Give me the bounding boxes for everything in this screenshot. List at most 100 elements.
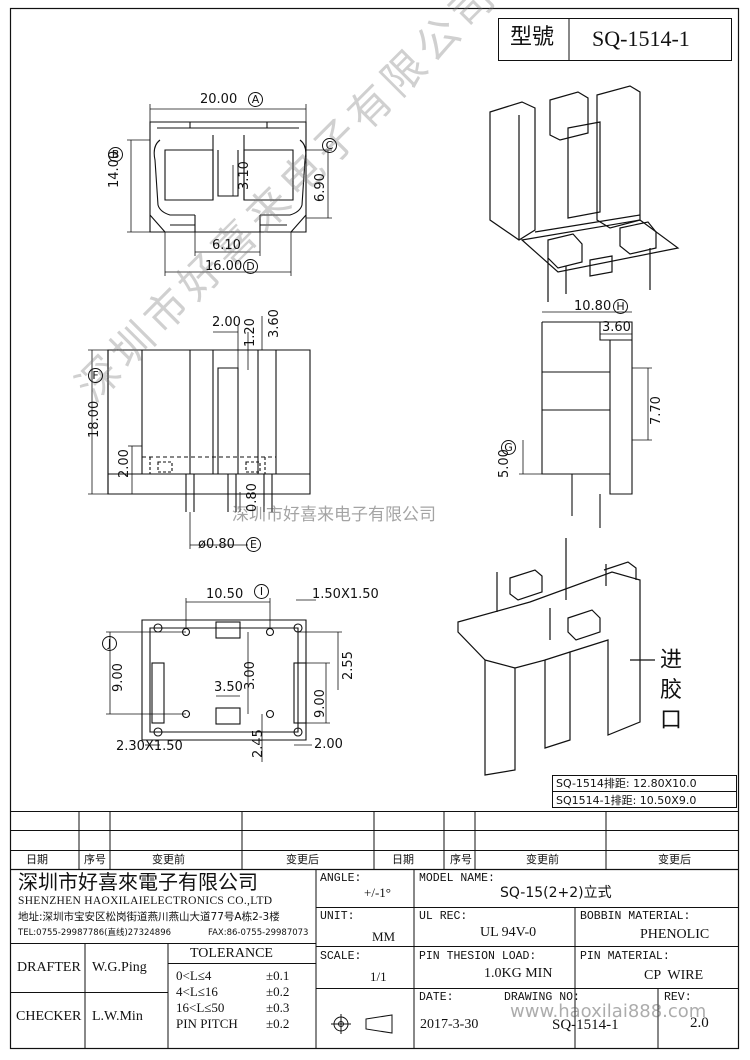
dim-top-610: 6.10 xyxy=(212,238,241,253)
dim-top-16: 16.00 xyxy=(205,259,243,274)
ul-rec-label: UL REC: xyxy=(419,910,468,923)
iso-view-bottom xyxy=(457,538,655,776)
bottom-view xyxy=(141,619,307,741)
site-watermark: www.haoxilai888.com xyxy=(510,1001,707,1022)
tol-value-3: ±0.3 xyxy=(266,1000,290,1015)
dim-front-height: 18.00 xyxy=(87,400,102,438)
dim-bottom-300: 3.00 xyxy=(243,661,258,690)
datum-c-marker: C xyxy=(322,138,337,153)
drawing-no-label: DRAWING NO: xyxy=(504,991,580,1004)
pitch-note-1514: SQ-1514排距: 12.80X10.0 xyxy=(556,777,697,790)
company-tel: TEL:0755-29987786(直线)27324896 xyxy=(18,928,172,938)
dim-bottom-200: 2.00 xyxy=(314,737,343,752)
pin-material-value: CP WIRE xyxy=(644,968,704,983)
tol-range-4: PIN PITCH xyxy=(176,1016,238,1031)
bobbin-material-label: BOBBIN MATERIAL: xyxy=(580,910,691,923)
dim-front-200-top: 2.00 xyxy=(212,315,241,330)
dim-side-1080: 10.80 xyxy=(574,299,612,314)
dim-top-690: 6.90 xyxy=(313,173,328,202)
rev-label: REV: xyxy=(664,991,692,1004)
datum-j-marker: J xyxy=(102,636,117,651)
dim-top-310: 3.10 xyxy=(237,161,252,190)
tolerance-label: TOLERANCE xyxy=(190,946,273,961)
dim-front-080: 0.80 xyxy=(245,483,260,512)
projection-symbol-icon xyxy=(331,1014,393,1034)
dim-bottom-255: 2.55 xyxy=(341,651,356,680)
model-label: 型號 xyxy=(510,25,555,50)
datum-e-marker: E xyxy=(246,537,261,552)
dim-bottom-1050: 10.50 xyxy=(206,587,244,602)
datum-i-marker: I xyxy=(254,584,269,599)
front-view xyxy=(107,349,311,512)
dim-front-pin-dia: ø0.80 xyxy=(198,537,235,552)
angle-value: +/-1° xyxy=(364,885,391,900)
dim-bottom-245: 2.45 xyxy=(251,729,266,758)
tol-range-3: 16<L≤50 xyxy=(176,1000,225,1015)
dim-side-360: 3.60 xyxy=(602,320,631,335)
dim-bottom-350: 3.50 xyxy=(214,680,243,695)
scale-value: 1/1 xyxy=(370,969,387,984)
tol-value-4: ±0.2 xyxy=(266,1016,290,1031)
datum-d-marker: D xyxy=(243,259,258,274)
top-view xyxy=(149,121,307,233)
tol-value-2: ±0.2 xyxy=(266,984,290,999)
rev-header-after-1: 变更后 xyxy=(286,853,319,866)
dim-top-width: 20.00 xyxy=(200,92,238,107)
model-number: SQ-1514-1 xyxy=(592,26,690,51)
unit-value: MM xyxy=(372,929,396,944)
drafter-name: W.G.Ping xyxy=(92,960,147,975)
sheet-border xyxy=(9,7,740,1050)
rev-header-date-1: 日期 xyxy=(26,853,48,866)
company-name-cn: 深圳市好喜來電子有限公司 xyxy=(18,870,258,894)
dim-front-120: 1.20 xyxy=(243,318,258,347)
company-fax: FAX:86-0755-29987073 xyxy=(208,928,309,938)
drafter-label: DRAFTER xyxy=(17,960,81,975)
rev-header-before-2: 变更前 xyxy=(526,853,559,866)
model-name-label: MODEL NAME: xyxy=(419,872,495,885)
company-name-en: SHENZHEN HAOXILAIELECTRONICS CO.,LTD xyxy=(18,895,273,907)
pin-load-label: PIN THESION LOAD: xyxy=(419,950,537,963)
rev-header-before-1: 变更前 xyxy=(152,853,185,866)
date-value: 2017-3-30 xyxy=(420,1017,479,1032)
title-block-lines xyxy=(10,869,738,1048)
date-label: DATE: xyxy=(419,991,454,1004)
datum-a-marker: A xyxy=(248,92,263,107)
rev-header-no-2: 序号 xyxy=(450,853,472,866)
datum-f-marker: F xyxy=(88,368,103,383)
side-view xyxy=(541,321,633,528)
pitch-note-1514-1: SQ1514-1排距: 10.50X9.0 xyxy=(556,794,697,807)
tol-range-1: 0<L≤4 xyxy=(176,968,212,983)
datum-b-marker: B xyxy=(108,147,123,162)
dim-front-200-side: 2.00 xyxy=(117,449,132,478)
dim-side-770: 7.70 xyxy=(649,396,664,425)
ul-rec-value: UL 94V-0 xyxy=(480,925,537,940)
checker-name: L.W.Min xyxy=(92,1009,143,1024)
datum-h-marker: H xyxy=(613,299,628,314)
checker-label: CHECKER xyxy=(16,1009,82,1024)
dim-bottom-slot-bottom: 2.30X1.50 xyxy=(116,739,183,754)
scale-label: SCALE: xyxy=(320,950,362,963)
company-address: 地址:深圳市宝安区松岗街道燕川燕山大道77号A栋2-3楼 xyxy=(18,911,280,923)
dim-front-360: 3.60 xyxy=(267,309,282,338)
drawing-no-value: SQ-1514-1 xyxy=(552,1017,619,1033)
bobbin-material-value: PHENOLIC xyxy=(640,927,710,942)
dim-bottom-slot-top: 1.50X1.50 xyxy=(312,587,379,602)
dim-bottom-900-right: 9.00 xyxy=(313,689,328,718)
tol-value-1: ±0.1 xyxy=(266,968,290,983)
angle-label: ANGLE: xyxy=(320,872,362,885)
rev-value: 2.0 xyxy=(690,1015,709,1031)
model-box xyxy=(498,18,732,61)
gate-label-1: 进 xyxy=(660,648,683,673)
unit-label: UNIT: xyxy=(320,910,355,923)
gate-label-3: 口 xyxy=(660,708,683,733)
dim-bottom-900-left: 9.00 xyxy=(111,663,126,692)
pin-load-value: 1.0KG MIN xyxy=(484,966,553,981)
pin-material-label: PIN MATERIAL: xyxy=(580,950,670,963)
model-name-value: SQ-15(2+2)立式 xyxy=(500,885,612,901)
rev-header-after-2: 变更后 xyxy=(658,853,691,866)
tol-range-2: 4<L≤16 xyxy=(176,984,218,999)
center-watermark: 深圳市好喜来电子有限公司 xyxy=(232,505,436,525)
gate-label-2: 胶 xyxy=(660,678,683,703)
